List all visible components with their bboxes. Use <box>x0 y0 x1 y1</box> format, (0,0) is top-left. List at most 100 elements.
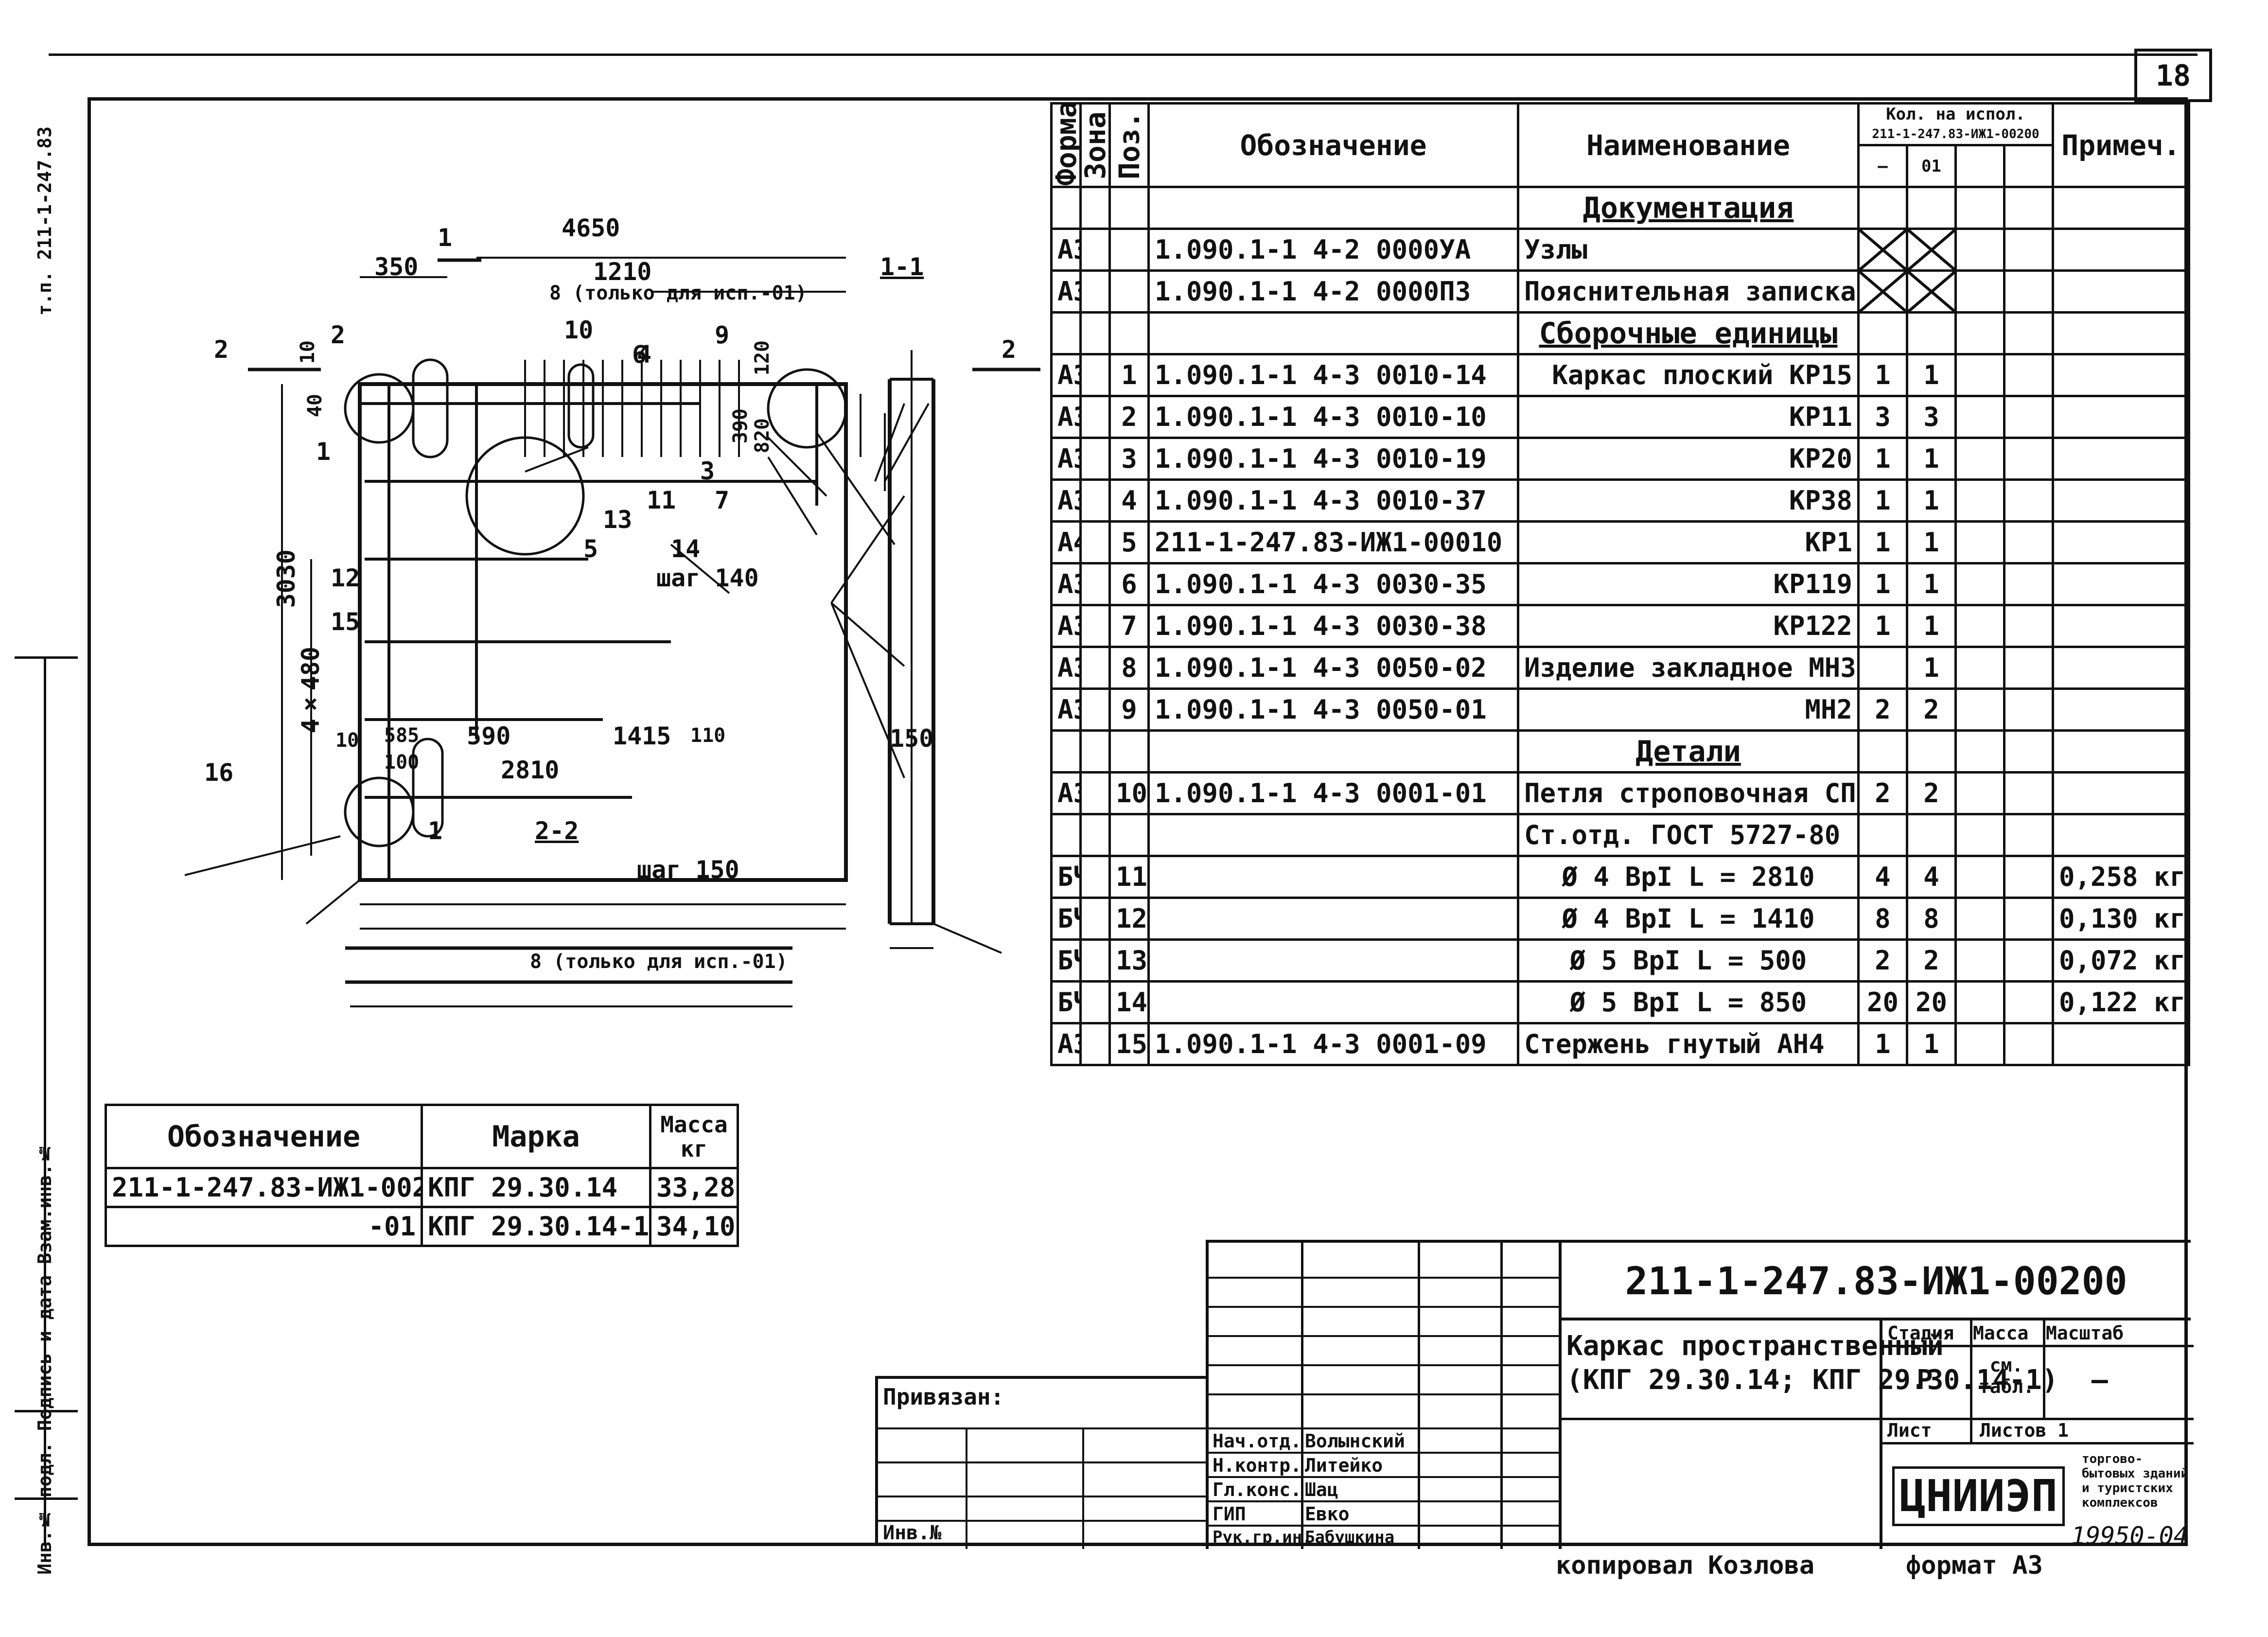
doc-code: 211-1-247.83-ИЖ1-00200 <box>1559 1243 2191 1320</box>
org-subtitle: торгово-бытовых зданий и туристских комп… <box>2082 1452 2189 1510</box>
step-150-label: шаг 150 <box>637 856 739 884</box>
page-number: 18 <box>2134 49 2212 102</box>
dim-390: 390 <box>729 408 752 444</box>
stage-block: Стадия Масса Масштаб Р см. табл. — Лист … <box>1880 1320 2194 1549</box>
stamp-code: 19950-04 <box>2071 1522 2188 1550</box>
section-1-1-title: 1-1 <box>880 253 924 281</box>
mass-label: Масса <box>1973 1322 2029 1344</box>
plan-view <box>185 257 1040 930</box>
dim-100: 100 <box>384 751 420 774</box>
dim-3030: 3030 <box>272 549 300 608</box>
pos-11: 11 <box>647 486 676 514</box>
pos-1: 1 <box>316 438 331 466</box>
org-logo: ЦНИИЭП <box>1892 1466 2065 1526</box>
name-5: Бабушкина <box>1305 1528 1395 1547</box>
sheets-label: Листов 1 <box>1980 1420 2069 1441</box>
format-label: формат А3 <box>1906 1551 2043 1580</box>
dim-10b: 10 <box>335 729 359 752</box>
inv-label: Инв.№ <box>883 1522 942 1544</box>
pos-4: 4 <box>637 340 652 369</box>
section-2-2-title: 2-2 <box>535 817 579 845</box>
name-4: Евко <box>1305 1503 1350 1525</box>
dim-4650: 4650 <box>562 214 620 242</box>
name-3: Шац <box>1305 1479 1338 1500</box>
pos-6: 6 <box>632 340 647 369</box>
name-1: Волынский <box>1305 1430 1405 1452</box>
scale-value: — <box>2092 1364 2108 1396</box>
signatures-grid: Нач.отд. Волынский Н.контр. Литейко Гл.к… <box>1209 1243 1559 1549</box>
pos-14: 14 <box>671 535 701 563</box>
dim-585: 585 <box>384 724 420 747</box>
stage-label: Стадия <box>1887 1322 1954 1344</box>
table-row: 211-1-247.83-ИЖ1-00200- КПГ 29.30.14 33,… <box>105 1167 739 1208</box>
only-variant-note: 8 (только для исп.-01) <box>549 282 807 304</box>
pos-15: 15 <box>331 608 360 636</box>
sheet-label: Лист <box>1887 1420 1932 1441</box>
table-row: Ст.отд. ГОСТ 5727-80 <box>1050 813 2190 857</box>
pos-2: 2 <box>331 321 346 349</box>
section-1-1-view <box>830 350 1002 954</box>
col-qty-base: — <box>1857 144 1908 188</box>
binding-sidebar: т.п. 211-1-247.83 Инв.№ подл. Подпись и … <box>15 97 78 1575</box>
table-row: -01 КПГ 29.30.14-1 34,10 <box>105 1206 739 1247</box>
section-details: Детали <box>1517 729 1860 774</box>
section-assemblies: Сборочные единицы <box>1517 311 1860 355</box>
marks-table: Обозначение Марка Масса кг 211-1-247.83-… <box>105 1104 739 1247</box>
top-border-line <box>49 53 2198 56</box>
col-format: Формат <box>1051 103 1081 187</box>
marks-col-designation: Обозначение <box>105 1104 423 1169</box>
pos-10: 10 <box>564 316 594 344</box>
sidebar-project-code: т.п. 211-1-247.83 <box>34 126 55 316</box>
dim-2810: 2810 <box>501 756 560 784</box>
reinforcement-cage-drawing <box>185 257 1040 1007</box>
section-documentation: Документация <box>1517 186 1860 230</box>
marks-col-mass: Масса кг <box>649 1104 739 1169</box>
role-2: Н.контр. <box>1213 1455 1302 1476</box>
col-designation: Обозначение <box>1147 102 1519 188</box>
role-3: Гл.конс. <box>1213 1479 1302 1500</box>
col-qty-01: 01 <box>1906 144 1957 188</box>
cut-mark-2-left: 2 <box>214 335 229 364</box>
step-140-label: шаг 140 <box>656 564 759 592</box>
role-5: Рук.гр.ин. <box>1213 1528 1312 1547</box>
pos-12: 12 <box>331 564 360 592</box>
col-zone: Зона <box>1080 103 1110 187</box>
dim-1210: 1210 <box>593 258 652 286</box>
specification-table: Формат Зона Поз. Обозначение Наименовани… <box>1050 102 2190 1066</box>
dim-120: 120 <box>751 340 774 376</box>
pos-9: 9 <box>715 321 730 349</box>
col-pos: Поз. <box>1109 103 1149 187</box>
binding-block: Привязан: Инв.№ <box>875 1376 1209 1549</box>
dim-1415: 1415 <box>613 722 671 750</box>
dim-10: 10 <box>297 340 319 364</box>
marks-col-mark: Марка <box>421 1104 651 1169</box>
cut-mark-1-bottom: 1 <box>428 817 443 845</box>
dim-590: 590 <box>467 722 511 750</box>
role-4: ГИП <box>1213 1503 1246 1525</box>
col-name: Наименование <box>1517 102 1860 188</box>
binding-label: Привязан: <box>883 1384 1004 1410</box>
doc-title-line2: (КПГ 29.30.14; КПГ 29.30.14-1) <box>1566 1364 2058 1396</box>
dim-350: 350 <box>374 253 419 281</box>
col-note: Примеч. <box>2052 102 2190 188</box>
role-1: Нач.отд. <box>1213 1430 1302 1452</box>
scale-label: Масштаб <box>2046 1322 2124 1344</box>
pos-13: 13 <box>603 506 633 534</box>
pos-7: 7 <box>715 486 730 514</box>
